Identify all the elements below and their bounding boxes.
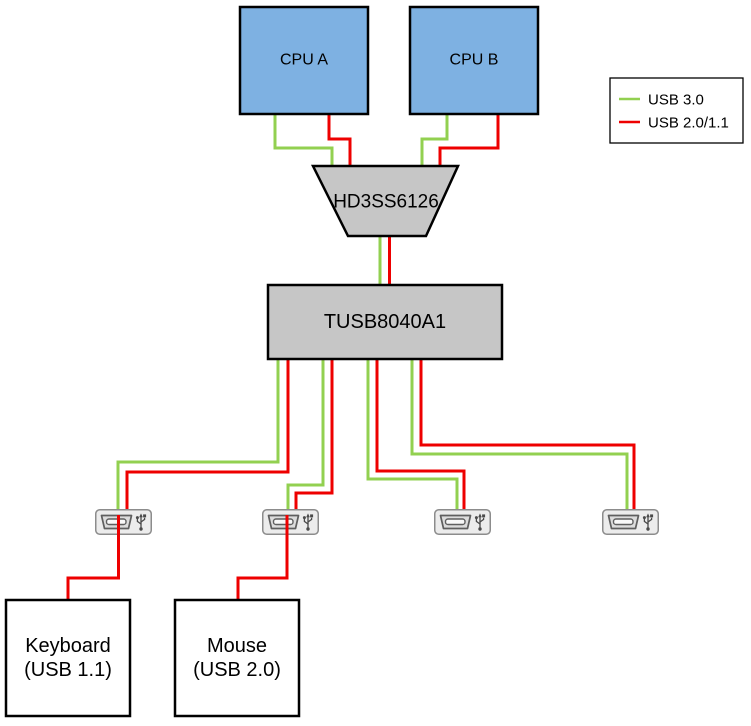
legend-box: [609, 77, 744, 144]
mux-shape: [310, 164, 460, 238]
usb-port-icon-4: [601, 508, 660, 536]
mux-label: HD3SS6126: [333, 192, 439, 213]
hub-block: TUSB8040A1: [266, 283, 504, 361]
cpu-b-box: [408, 5, 540, 116]
wire-cpub-usb2: [438, 113, 500, 166]
usb-port-icon-1: [94, 508, 153, 536]
wire-port1-usb2: [125, 358, 290, 510]
legend-label-usb3: USB 3.0: [648, 92, 704, 109]
wire-cpua-usb2: [327, 113, 352, 166]
wires-mux-to-hub: [378, 236, 391, 285]
wire-port2-usb2: [294, 358, 334, 510]
wire-port4-usb2: [419, 358, 636, 510]
wires-hub-to-ports: [116, 358, 636, 510]
cpu-a-block: CPU A: [238, 5, 370, 116]
wire-port4-usb3: [410, 358, 629, 510]
wire-cpua-usb3: [273, 113, 334, 166]
mouse-label-line1: Mouse: [207, 635, 267, 657]
cpu-a-box: [238, 5, 370, 116]
cpu-b-block: CPU B: [408, 5, 540, 116]
wire-port2-usb3: [286, 358, 325, 510]
wire-cpub-usb3: [420, 113, 449, 166]
cpu-b-label: CPU B: [450, 52, 499, 69]
mux-block: HD3SS6126: [310, 164, 460, 238]
wire-port3-usb3: [366, 358, 459, 510]
legend: USB 3.0 USB 2.0/1.1: [609, 77, 744, 144]
mouse-label-line2: (USB 2.0): [193, 659, 281, 681]
keyboard-label-line2: (USB 1.1): [24, 659, 112, 681]
hub-label: TUSB8040A1: [324, 311, 446, 333]
wire-port1-usb3: [116, 358, 280, 510]
wire-keyboard-usb: [66, 515, 120, 601]
wire-port3-usb2: [375, 358, 466, 510]
mouse-block: Mouse (USB 2.0): [173, 598, 301, 718]
keyboard-box: [4, 598, 132, 718]
cpu-a-label: CPU A: [280, 52, 328, 69]
keyboard-label-line1: Keyboard: [25, 635, 111, 657]
mouse-box: [173, 598, 301, 718]
wire-mouse-usb: [236, 515, 289, 601]
wires-ports-to-devices: [66, 515, 289, 601]
hub-box: [266, 283, 504, 361]
usb-port-icon-2: [261, 508, 320, 536]
usb-port-icon-3: [433, 508, 492, 536]
usb-ports: [94, 508, 660, 536]
wires-cpu-to-mux: [273, 113, 500, 166]
keyboard-block: Keyboard (USB 1.1): [4, 598, 132, 718]
legend-label-usb2: USB 2.0/1.1: [648, 115, 729, 132]
